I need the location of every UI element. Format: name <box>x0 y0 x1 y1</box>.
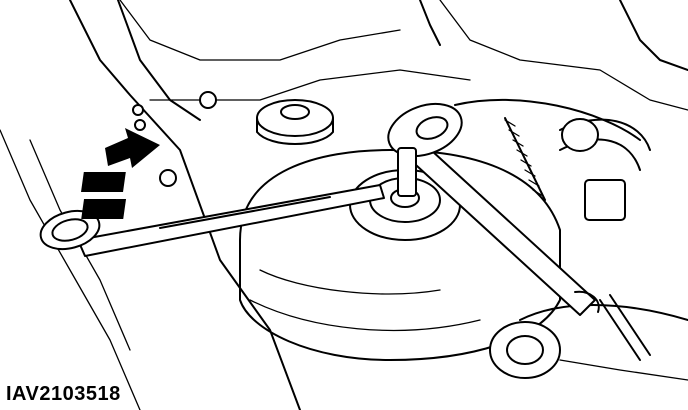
ring-wrench <box>39 184 385 257</box>
right-components <box>489 118 651 379</box>
figure-identifier: IAV2103518 <box>6 383 121 405</box>
direction-arrow-icon <box>81 128 160 219</box>
ratchet <box>387 102 600 316</box>
spring-coil <box>504 117 546 201</box>
bolt-heads <box>132 91 217 187</box>
reservoir-cap <box>256 99 334 145</box>
